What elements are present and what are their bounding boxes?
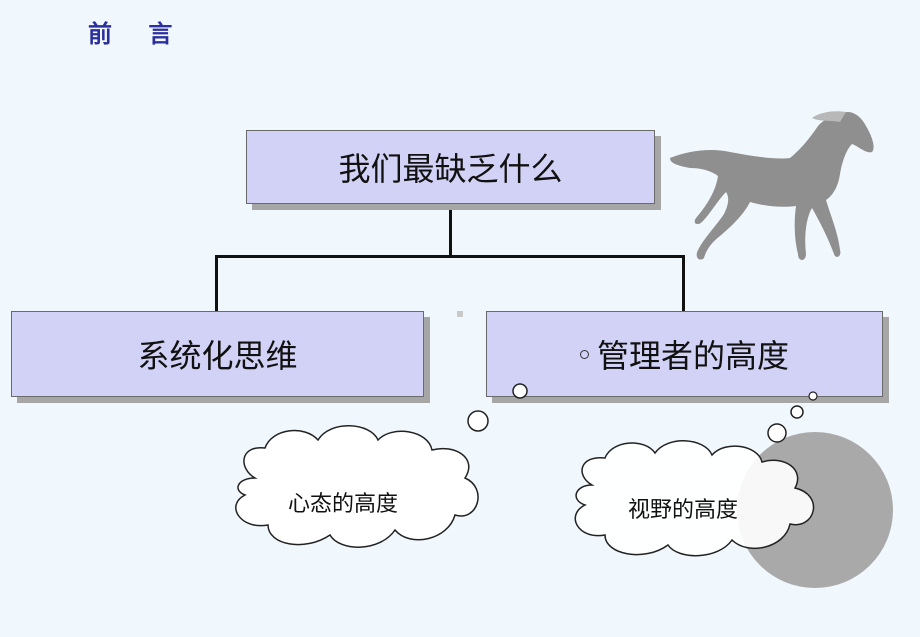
cloud-right-label: 视野的高度 [628,498,739,523]
connector-left-stem [215,255,218,312]
root-node-label: 我们最缺乏什么 [338,150,563,188]
left-node-box: 系统化思维 [11,311,424,397]
root-node-box: 我们最缺乏什么 [246,130,655,204]
thought-bubble-left [235,425,479,548]
thought-bubble-left-dot-1 [467,410,489,432]
slide-title: 前 言 [88,20,187,48]
connector-right-stem [682,255,685,312]
thought-bubble-left-dot-2 [512,383,528,399]
right-node-box: 管理者的高度 [486,311,883,397]
thought-bubble-right-dot-1 [767,423,787,443]
connector-root-stem [449,202,452,257]
decorative-dot [457,311,463,317]
cloud-left-label: 心态的高度 [288,492,399,517]
thought-bubble-right-dot-3 [808,391,818,401]
thought-bubble-right [574,440,815,557]
left-node-label: 系统化思维 [137,337,298,375]
thought-bubble-right-dot-2 [790,405,804,419]
right-node-label: 管理者的高度 [596,337,789,375]
right-node-bullet [579,349,589,359]
horse-icon [670,111,874,260]
connector-horizontal [215,255,685,258]
